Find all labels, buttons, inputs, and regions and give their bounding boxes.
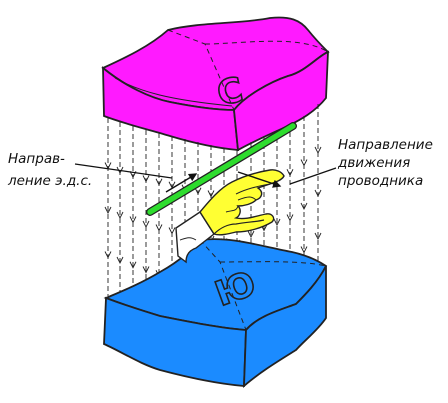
field-arrow — [247, 230, 255, 239]
top-magnet-north: С — [101, 16, 330, 152]
field-arrow — [155, 178, 163, 186]
field-arrow — [129, 261, 137, 269]
field-arrow — [116, 211, 124, 220]
motion-label-line2: движения — [337, 155, 410, 171]
conductor-rod — [146, 122, 297, 216]
emf-label-line2: ление э.д.с. — [7, 173, 92, 189]
field-arrow — [207, 190, 215, 198]
motion-label-line1: Направление — [338, 137, 433, 153]
field-arrow — [314, 146, 322, 155]
field-arrow — [286, 169, 294, 177]
field-arrow — [142, 266, 150, 274]
field-arrow — [104, 162, 112, 170]
bottom-magnet-south: Ю — [103, 238, 328, 389]
field-arrow — [300, 159, 308, 167]
field-arrow — [273, 218, 281, 227]
field-arrow — [142, 175, 150, 183]
field-arrow — [104, 206, 112, 215]
hand-palm — [199, 169, 285, 236]
field-arrow — [116, 256, 124, 265]
field-arrow — [314, 232, 322, 241]
field-arrow — [129, 216, 137, 224]
field-arrow — [194, 187, 202, 195]
sleeve-cuff — [175, 211, 215, 264]
field-arrow — [286, 214, 294, 222]
field-arrow — [300, 246, 308, 254]
bottom-magnet-side-face — [243, 265, 327, 389]
field-arrow — [300, 202, 308, 211]
field-arrow — [116, 166, 124, 175]
emf-direction-annotation: Направ- ление э.д.с. — [7, 151, 198, 193]
field-arrow — [142, 220, 150, 229]
motion-label-line3: проводника — [338, 173, 423, 189]
field-arrow — [104, 251, 112, 259]
field-arrow — [155, 224, 163, 232]
emf-direction-arrow — [165, 173, 198, 193]
field-arrow — [168, 227, 176, 235]
emf-label-line1: Направ- — [8, 151, 65, 167]
right-hand — [175, 169, 285, 264]
field-arrow — [314, 189, 322, 198]
motion-direction-arrow — [237, 171, 282, 188]
hand-thumb — [213, 219, 265, 235]
top-magnet-side-face — [233, 50, 329, 152]
motion-direction-annotation: Направление движения проводника — [237, 137, 433, 189]
